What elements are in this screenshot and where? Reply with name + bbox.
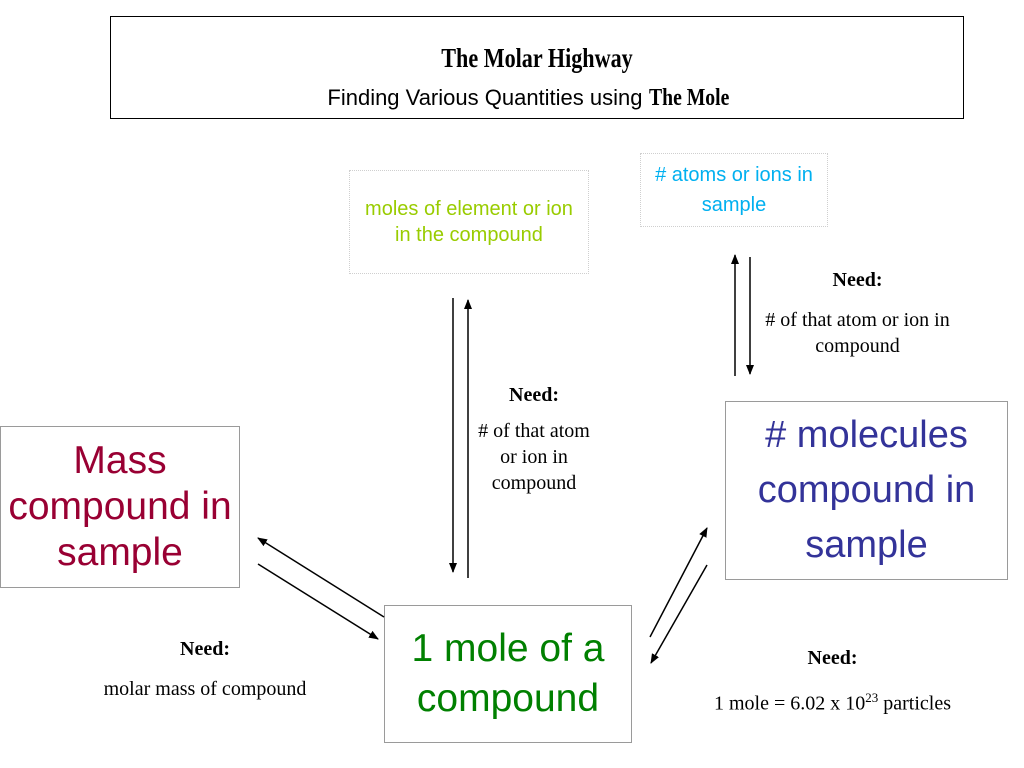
need-heading: Need:: [832, 269, 883, 291]
node-atoms-ions: # atoms or ions in sample: [640, 153, 828, 227]
need-heading: Need:: [509, 384, 559, 406]
node-atoms-ions-text: # atoms or ions in sample: [655, 164, 813, 216]
arrow-to-molecules: [649, 527, 708, 638]
subtitle-prefix: Finding Various Quantities using: [327, 85, 649, 110]
need-mole-to-molecules: Need: 1 mole = 6.02 x 1023 particles: [680, 645, 985, 717]
node-mass-compound-text: Mass compound in sample: [8, 439, 232, 574]
need-mole-to-element: Need: # of that atom or ion in compound: [468, 382, 600, 496]
need-body: # of that atom or ion in compound: [478, 420, 590, 494]
arrow-to-mass: [257, 537, 385, 618]
need-body-prefix: 1 mole = 6.02 x 10: [713, 692, 866, 715]
diagram-subtitle: Finding Various Quantities using The Mol…: [111, 85, 963, 112]
diagram-title: The Molar Highway: [441, 43, 633, 73]
node-one-mole: 1 mole of a compound: [384, 605, 632, 743]
node-one-mole-text: 1 mole of a compound: [411, 627, 605, 720]
need-body: 1 mole = 6.02 x 1023 particles: [680, 685, 985, 717]
need-body: # of that atom or ion in compound: [765, 309, 950, 357]
need-body-suffix: particles: [878, 692, 952, 715]
node-moles-element: moles of element or ion in the compound: [349, 170, 589, 274]
title-box: The Molar Highway Finding Various Quanti…: [110, 16, 964, 119]
need-heading: Need:: [180, 638, 230, 660]
need-mass-to-mole: Need: molar mass of compound: [70, 636, 340, 702]
node-molecules-compound: # molecules compound in sample: [725, 401, 1008, 580]
need-heading: Need:: [807, 647, 858, 669]
node-molecules-compound-text: # molecules compound in sample: [757, 414, 976, 566]
need-body-exponent: 23: [865, 690, 879, 705]
need-molecules-to-atoms: Need: # of that atom or ion in compound: [765, 267, 950, 359]
subtitle-emphasis: The Mole: [648, 85, 729, 111]
arrow-to-mole-from-mass: [257, 563, 379, 640]
need-body: molar mass of compound: [103, 678, 307, 700]
node-moles-element-text: moles of element or ion in the compound: [365, 198, 573, 246]
node-mass-compound: Mass compound in sample: [0, 426, 240, 588]
arrow-to-mole-from-molecules: [650, 564, 708, 664]
